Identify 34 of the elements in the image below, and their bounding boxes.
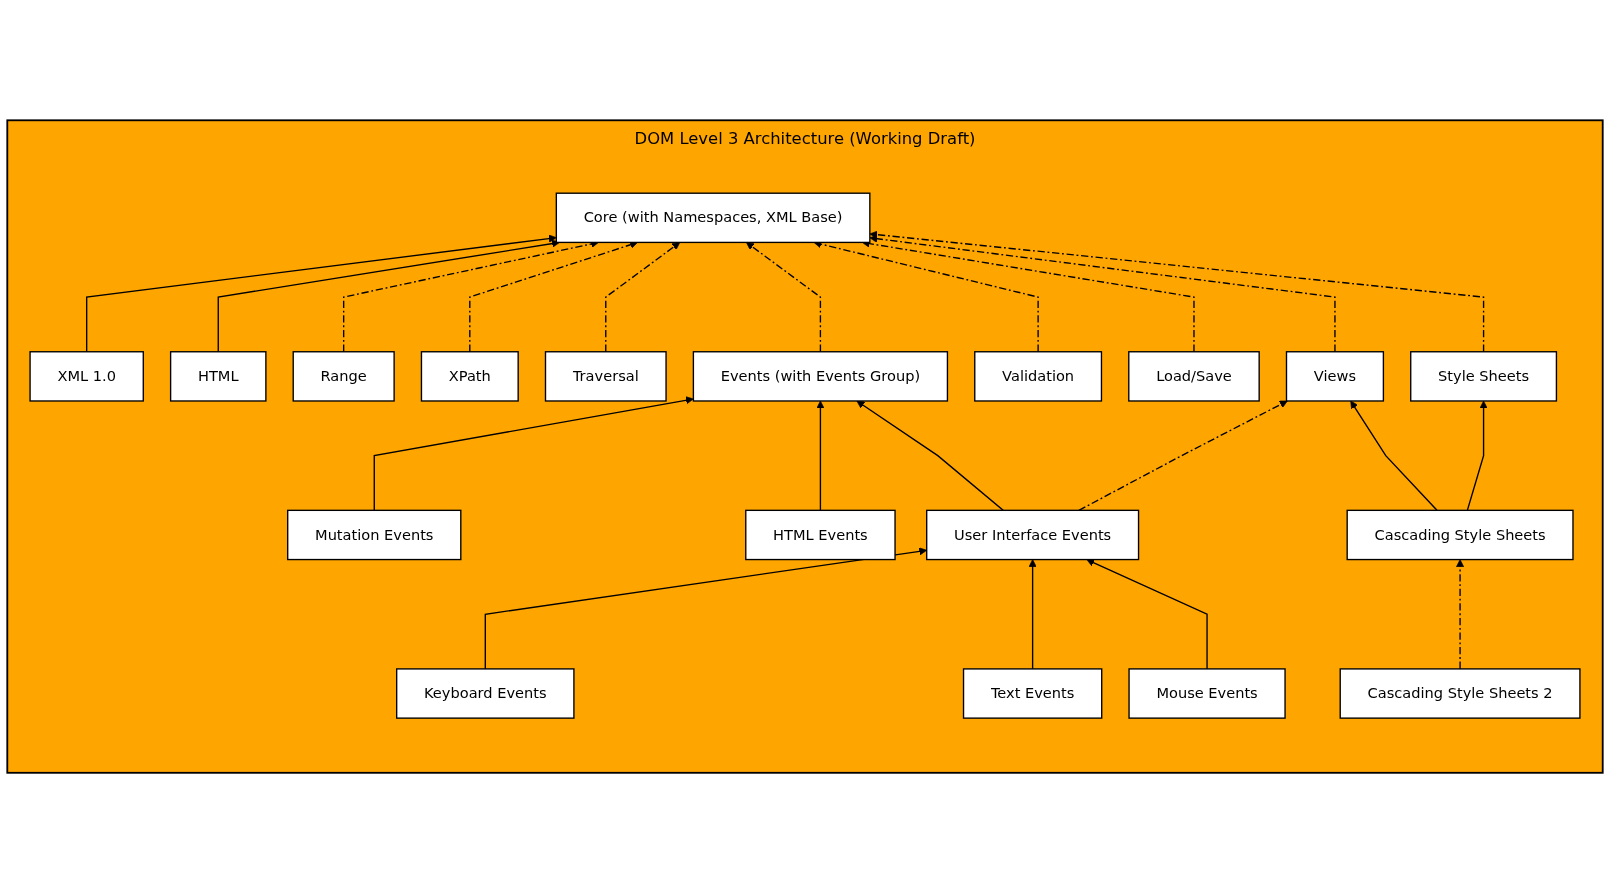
node-box: Range (292, 351, 395, 402)
node-box: HTML Events (745, 509, 896, 561)
arrow (856, 400, 1004, 511)
arrow (816, 400, 825, 511)
node-box: Views (1285, 351, 1385, 402)
arrow (1466, 400, 1488, 511)
arrow (869, 230, 1485, 353)
node-box: XML 1.0 (29, 351, 144, 402)
arrow (1086, 558, 1208, 670)
arrow (869, 234, 1336, 353)
node-box: XPath (420, 351, 519, 402)
arrow (86, 234, 557, 353)
node-box: Mouse Events (1128, 668, 1286, 719)
node-box: User Interface Events (926, 509, 1140, 561)
node-box: Core (with Namespaces, XML Base) (555, 192, 871, 244)
node-box: Events (with Events Group) (692, 351, 949, 402)
arrow (1028, 559, 1037, 670)
node-box: Validation (974, 351, 1103, 402)
node-box: Cascading Style Sheets 2 (1339, 668, 1581, 719)
node-box: Traversal (544, 351, 667, 402)
arrow (1456, 559, 1465, 670)
node-box: HTML (169, 351, 267, 402)
arrow (746, 242, 822, 353)
arrow (605, 242, 681, 353)
node-box: Mutation Events (287, 509, 462, 561)
arrow (217, 239, 560, 353)
node-box: Cascading Style Sheets (1346, 509, 1574, 561)
node-box: Style Sheets (1410, 351, 1558, 402)
node-box: Keyboard Events (396, 668, 575, 719)
node-box: Load/Save (1128, 351, 1260, 402)
arrow (373, 396, 694, 511)
node-box: Text Events (962, 668, 1103, 719)
arrow (1078, 400, 1288, 511)
arrow (1350, 400, 1438, 511)
